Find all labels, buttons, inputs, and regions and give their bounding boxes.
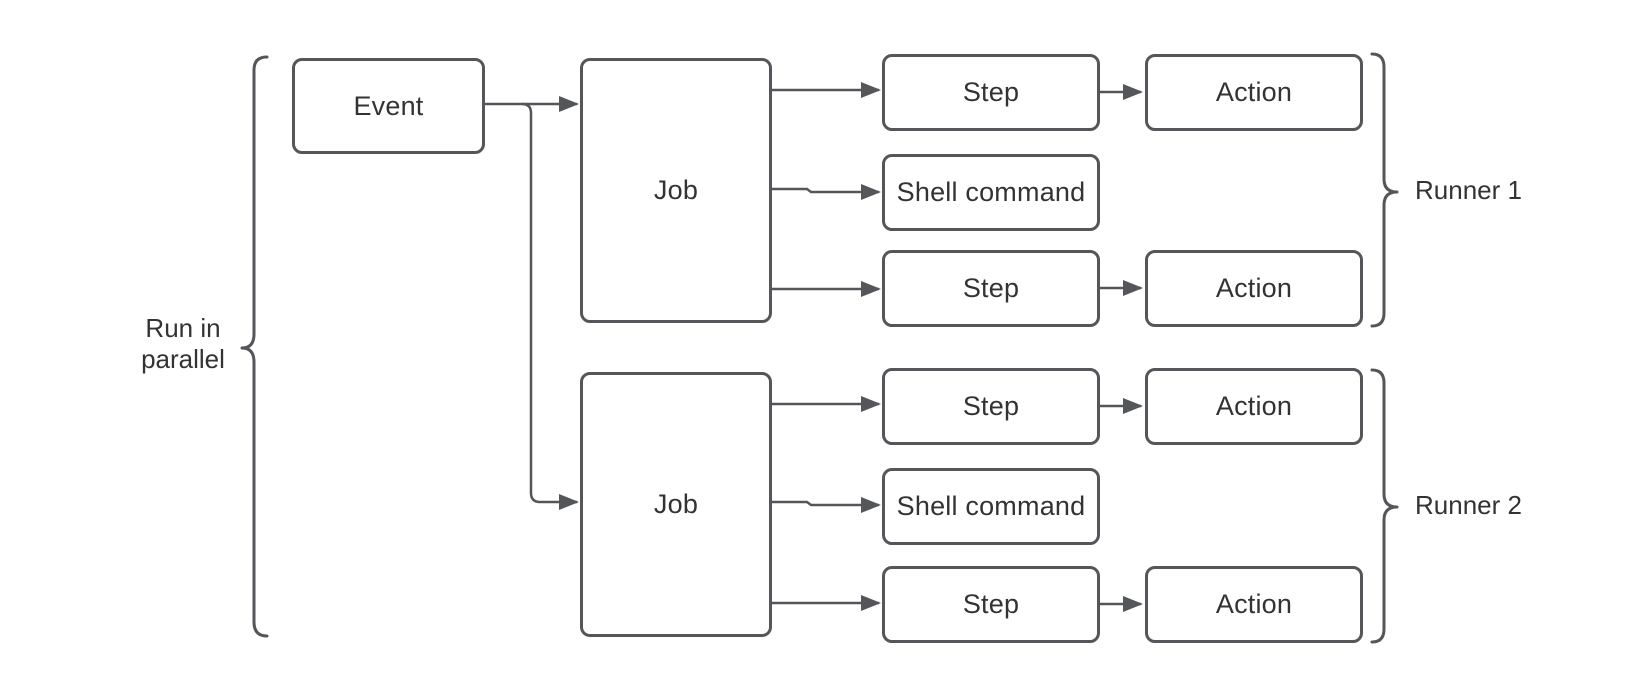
runner2-shell-command-label: Shell command [896, 491, 1086, 521]
runner1-action2-node: Action [1145, 250, 1363, 327]
runner2-step1-node: Step [882, 368, 1100, 445]
runner1-action1-label: Action [1215, 77, 1293, 107]
job1-label: Job [653, 175, 699, 205]
runner1-shell-command-label: Shell command [896, 177, 1086, 207]
job2-node: Job [580, 372, 772, 637]
runner2-action2-node: Action [1145, 566, 1363, 643]
runner2-action2-label: Action [1215, 589, 1293, 619]
runner1-label: Runner 1 [1415, 175, 1522, 205]
runner2-step2-node: Step [882, 566, 1100, 643]
event-node: Event [292, 58, 485, 154]
runner1-shell-command-node: Shell command [882, 154, 1100, 231]
runner1-action2-label: Action [1215, 273, 1293, 303]
runner2-action1-label: Action [1215, 391, 1293, 421]
runner2-shell-command-node: Shell command [882, 468, 1100, 545]
run-in-parallel-label: Run in parallel [141, 313, 225, 374]
job1-node: Job [580, 58, 772, 323]
job2-label: Job [653, 489, 699, 519]
runner1-step2-node: Step [882, 250, 1100, 327]
runner1-step2-label: Step [962, 273, 1020, 303]
runner2-action1-node: Action [1145, 368, 1363, 445]
runner1-step1-label: Step [962, 77, 1020, 107]
runner2-step1-label: Step [962, 391, 1020, 421]
runner1-action1-node: Action [1145, 54, 1363, 131]
event-label: Event [353, 90, 424, 121]
runner2-label: Runner 2 [1415, 490, 1522, 520]
runner2-step2-label: Step [962, 589, 1020, 619]
runner1-step1-node: Step [882, 54, 1100, 131]
